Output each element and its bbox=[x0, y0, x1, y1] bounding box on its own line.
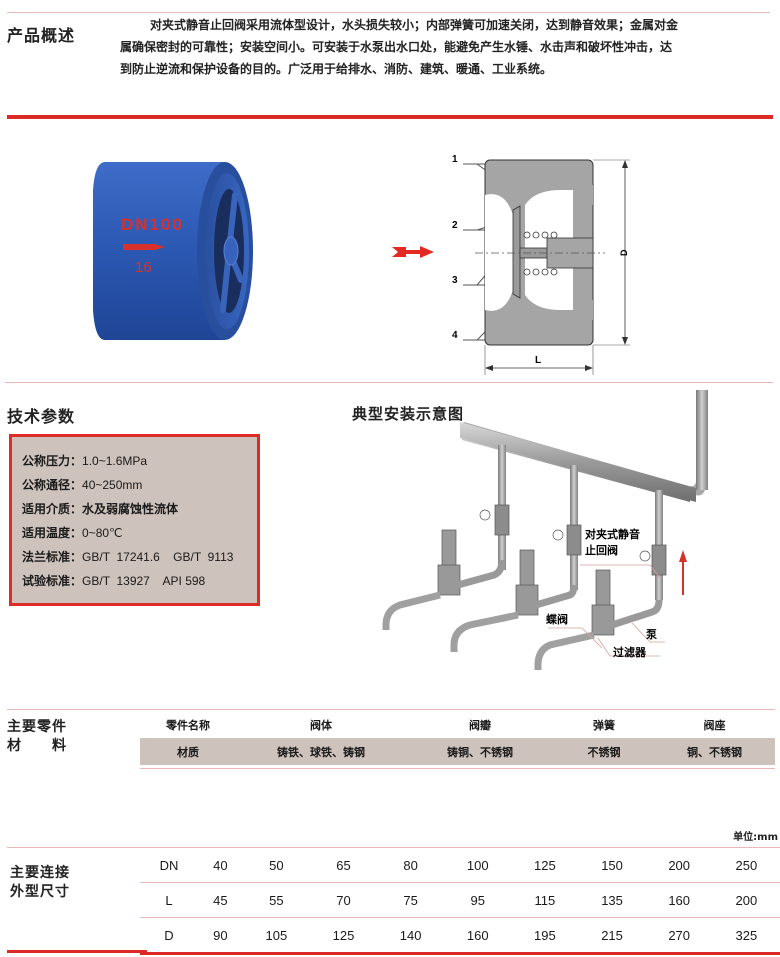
pressure-marking: 16 bbox=[135, 259, 152, 276]
label-check-valve-1: 对夹式静音 bbox=[585, 527, 640, 541]
part-label-3: 3 bbox=[452, 275, 458, 286]
top-divider bbox=[7, 12, 770, 13]
part-label-2: 2 bbox=[452, 220, 458, 231]
tech-params-title: 技术参数 bbox=[7, 407, 76, 426]
dim-row-DN: DN 40 50 65 80 100 125 150 200 250 bbox=[140, 848, 780, 883]
dimensions-top-divider bbox=[7, 847, 780, 848]
valve-cross-section: D L 1 2 3 4 bbox=[452, 154, 630, 375]
header-disc: 阀瓣 bbox=[469, 719, 491, 732]
materials-top-divider bbox=[7, 709, 775, 710]
unit-label: 单位:mm bbox=[733, 832, 778, 843]
dimensions-table: DN 40 50 65 80 100 125 150 200 250 L 45 … bbox=[140, 848, 780, 955]
spec-row-temperature: 适用温度：0~80℃ bbox=[22, 526, 123, 540]
materials-title-1: 主要零件 bbox=[7, 719, 67, 735]
tech-params-box: 公称压力：1.0~1.6MPa 公称通径：40~250mm 适用介质：水及弱腐蚀… bbox=[9, 434, 260, 606]
mid-divider bbox=[5, 382, 773, 383]
install-diagram-title: 典型安装示意图 bbox=[352, 405, 465, 423]
materials-title-2: 材 料 bbox=[7, 738, 67, 754]
header-body: 阀体 bbox=[310, 719, 332, 732]
label-pump: 泵 bbox=[646, 628, 657, 641]
dim-row-D: D 90 105 125 140 160 195 215 270 325 bbox=[140, 917, 780, 955]
label-butterfly-valve: 蝶阀 bbox=[546, 612, 568, 626]
materials-table: 零件名称 阀体 阀瓣 弹簧 阀座 材质 铸铁、球铁、铸钢 铸铜、不锈钢 不锈钢 … bbox=[140, 712, 775, 765]
part-label-4: 4 bbox=[452, 330, 458, 341]
materials-bottom-divider bbox=[140, 768, 775, 769]
install-diagram: 对夹式静音 止回阀 蝶阀 泵 过滤器 bbox=[382, 390, 708, 670]
label-check-valve-2: 止回阀 bbox=[585, 543, 618, 557]
label-filter: 过滤器 bbox=[613, 645, 647, 659]
overview-divider bbox=[7, 115, 773, 119]
overview-title: 产品概述 bbox=[7, 26, 76, 45]
dimensions-title-2: 外型尺寸 bbox=[10, 884, 70, 900]
header-seat: 阀座 bbox=[703, 719, 726, 732]
spec-row-test-standard: 试验标准：GB/T 13927 API 598 bbox=[22, 574, 206, 588]
header-part-name: 零件名称 bbox=[166, 719, 210, 732]
part-label-1: 1 bbox=[452, 154, 458, 165]
dim-L-label: L bbox=[535, 355, 541, 366]
spec-row-flange-standard: 法兰标准：GB/T 17241.6 GB/T 9113 bbox=[22, 550, 234, 564]
dimensions-bottom-left-rule bbox=[7, 950, 147, 953]
dim-row-L: L 45 55 70 75 95 115 135 160 200 bbox=[140, 882, 780, 918]
header-spring: 弹簧 bbox=[593, 719, 615, 732]
flow-direction-arrow-icon bbox=[392, 246, 434, 258]
materials-header-row: 零件名称 阀体 阀瓣 弹簧 阀座 bbox=[140, 712, 775, 738]
spec-row-diameter: 公称通径：40~250mm bbox=[22, 478, 143, 492]
spec-row-medium: 适用介质：水及弱腐蚀性流体 bbox=[22, 502, 179, 516]
spec-row-pressure: 公称压力：1.0~1.6MPa bbox=[22, 454, 148, 468]
product-photo: DN100 16 bbox=[93, 162, 253, 340]
materials-row: 材质 铸铁、球铁、铸钢 铸铜、不锈钢 不锈钢 铜、不锈钢 bbox=[140, 738, 775, 765]
size-marking: DN100 bbox=[121, 215, 184, 234]
overview-text: 对夹式静音止回阀采用流体型设计，水头损失较小；内部弹簧可加速关闭，达到静音效果；… bbox=[120, 18, 679, 76]
dim-D-label: D bbox=[619, 249, 629, 256]
dimensions-title-1: 主要连接 bbox=[10, 865, 70, 881]
